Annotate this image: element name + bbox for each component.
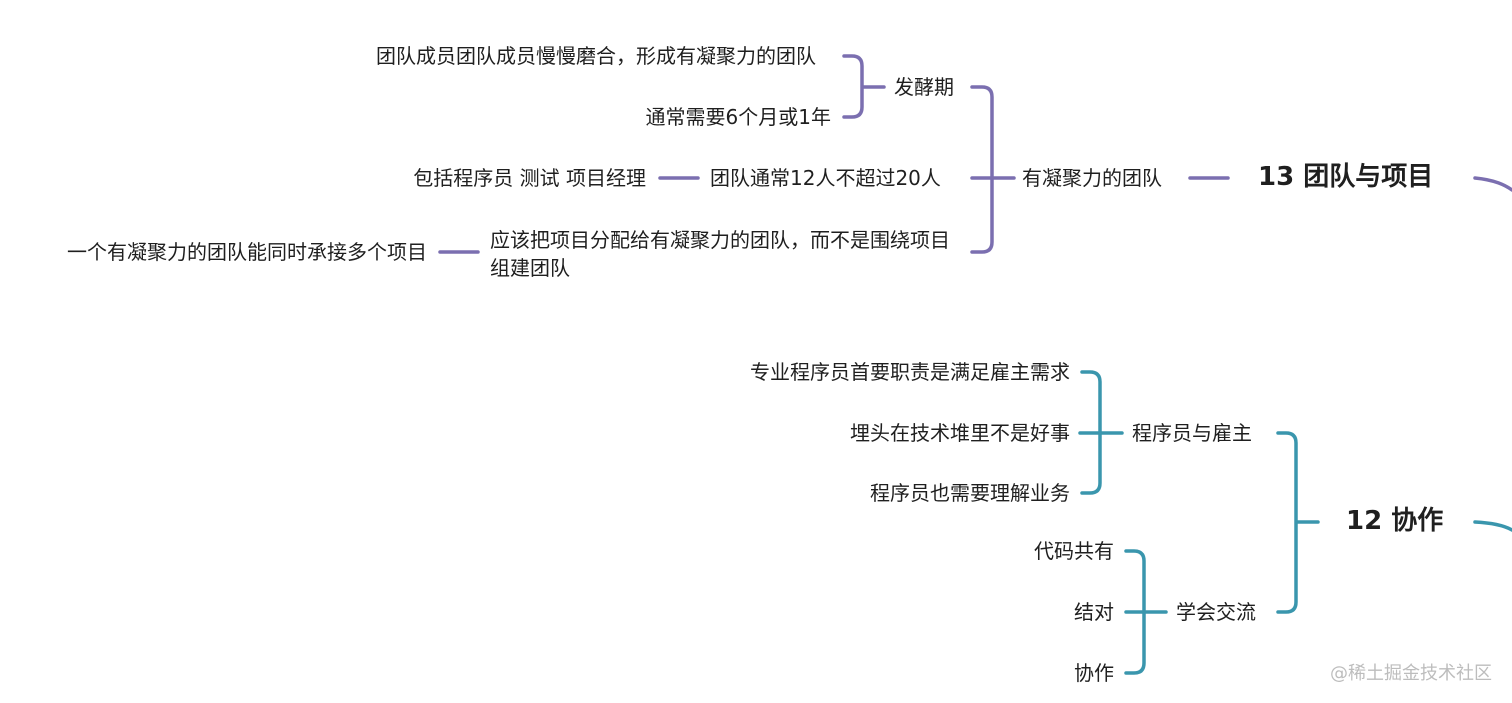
topic13-title[interactable]: 13 团队与项目 xyxy=(1258,162,1434,192)
node-team-size[interactable]: 团队通常12人不超过20人 xyxy=(710,166,941,190)
node-ferment[interactable]: 发酵期 xyxy=(894,75,954,99)
leaf-communicate-3[interactable]: 协作 xyxy=(1074,661,1114,685)
node-cohesive-team[interactable]: 有凝聚力的团队 xyxy=(1022,166,1162,190)
node-assign-projects[interactable]: 应该把项目分配给有凝聚力的团队，而不是围绕项目组建团队 xyxy=(490,228,950,280)
bracket-communicate xyxy=(1124,549,1168,675)
leaf-communicate-2[interactable]: 结对 xyxy=(1074,600,1114,624)
leaf-ferment-2[interactable]: 通常需要6个月或1年 xyxy=(645,105,831,129)
leaf-ferment-1[interactable]: 团队成员团队成员慢慢磨合，形成有凝聚力的团队 xyxy=(376,44,816,68)
bracket-cohesive-team xyxy=(970,85,1016,254)
leaf-team-members[interactable]: 包括程序员 测试 项目经理 xyxy=(413,166,646,190)
leaf-communicate-1[interactable]: 代码共有 xyxy=(1034,539,1114,563)
topic12-connectors xyxy=(1078,370,1512,675)
bracket-employer xyxy=(1078,370,1124,495)
leaf-employer-3[interactable]: 程序员也需要理解业务 xyxy=(870,481,1070,505)
leaf-multi-projects[interactable]: 一个有凝聚力的团队能同时承接多个项目 xyxy=(67,240,427,264)
bracket-topic12 xyxy=(1276,431,1320,614)
topic12-title[interactable]: 12 协作 xyxy=(1346,506,1444,536)
leaf-employer-2[interactable]: 埋头在技术堆里不是好事 xyxy=(850,421,1070,445)
node-communicate[interactable]: 学会交流 xyxy=(1176,600,1256,624)
topic12-curve-right xyxy=(1473,520,1512,532)
leaf-employer-1[interactable]: 专业程序员首要职责是满足雇主需求 xyxy=(750,360,1070,384)
topic13-curve-right xyxy=(1473,176,1512,192)
bracket-ferment xyxy=(842,54,886,119)
topic13-connectors xyxy=(438,54,1512,254)
watermark-text: @稀土掘金技术社区 xyxy=(1330,663,1492,684)
node-programmer-employer[interactable]: 程序员与雇主 xyxy=(1132,421,1252,445)
